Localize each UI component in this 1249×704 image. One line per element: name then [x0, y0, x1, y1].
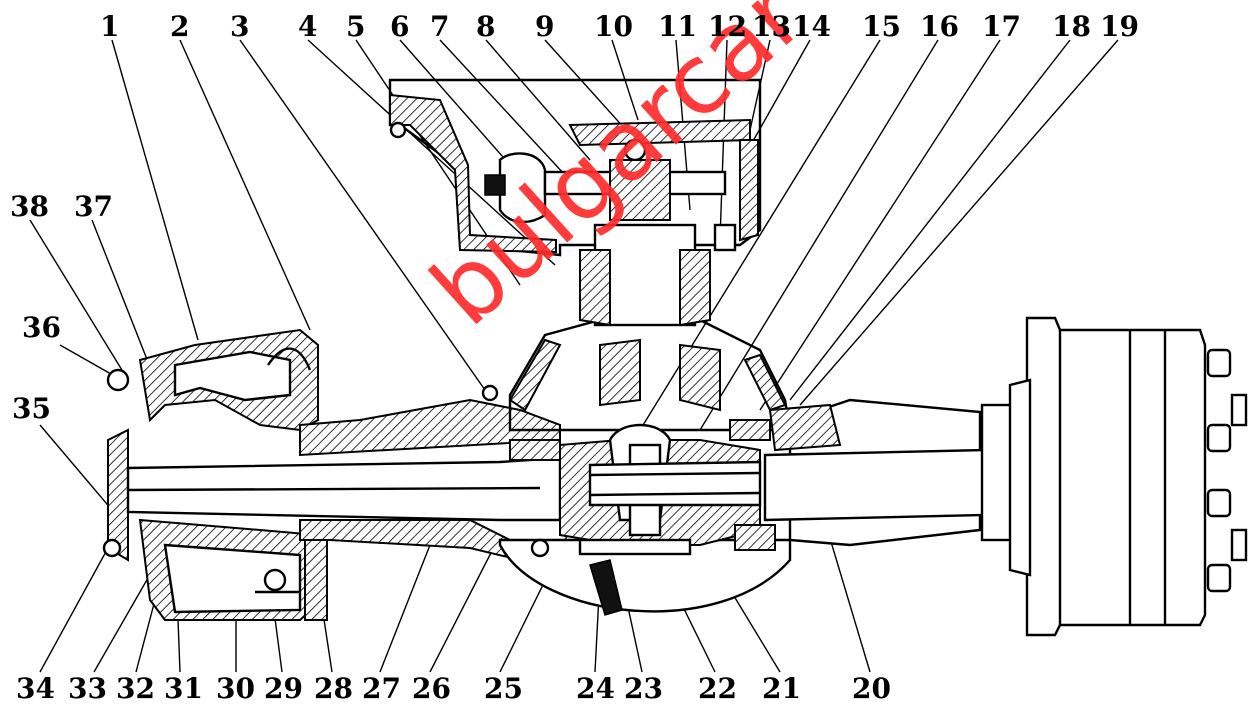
callout-label: 32 — [116, 672, 155, 704]
callout-label: 30 — [216, 672, 255, 704]
callout-label: 38 — [10, 190, 49, 223]
callout-label: 26 — [412, 672, 451, 704]
right-axle-and-brake-drum — [763, 316, 1248, 637]
callout-label: 27 — [362, 672, 401, 704]
top-reduction-gear — [388, 78, 762, 327]
callout-label: 36 — [22, 311, 61, 344]
callout-label: 14 — [792, 10, 831, 43]
callout-label: 8 — [476, 10, 495, 43]
callout-label: 23 — [624, 672, 663, 704]
callout-label: 33 — [68, 672, 107, 704]
callout-label: 13 — [752, 10, 791, 43]
wheel-studs — [1206, 348, 1248, 593]
callout-label: 4 — [298, 10, 317, 43]
callouts-bottom: 34 33 32 31 30 29 28 27 26 25 24 23 22 2… — [16, 672, 891, 704]
callout-label: 34 — [16, 672, 55, 704]
callout-label: 24 — [576, 672, 615, 704]
left-hub-housing — [102, 328, 328, 621]
callout-label: 6 — [390, 10, 409, 43]
callout-label: 15 — [862, 10, 901, 43]
callout-label: 7 — [430, 10, 449, 43]
callout-label: 5 — [346, 10, 365, 43]
differential-case — [481, 318, 792, 616]
callout-label: 17 — [982, 10, 1021, 43]
callout-label: 29 — [264, 672, 303, 704]
callout-label: 1 — [100, 10, 119, 43]
callout-label: 31 — [164, 672, 203, 704]
callout-label: 10 — [594, 10, 633, 43]
callout-label: 35 — [12, 392, 51, 425]
callout-label: 18 — [1052, 10, 1091, 43]
callouts-top: 1 2 3 4 5 6 7 8 9 10 11 12 13 14 15 16 1… — [100, 10, 1139, 43]
axle-housing — [126, 398, 562, 562]
callout-label: 28 — [314, 672, 353, 704]
callout-label: 21 — [762, 672, 801, 704]
callout-label: 11 — [658, 10, 697, 43]
callout-label: 20 — [852, 672, 891, 704]
callout-label: 2 — [170, 10, 189, 43]
callouts-left: 38 37 36 35 — [10, 190, 113, 425]
callout-label: 9 — [535, 10, 554, 43]
callout-label: 19 — [1100, 10, 1139, 43]
callout-label: 12 — [708, 10, 747, 43]
callout-label: 3 — [230, 10, 249, 43]
callout-label: 37 — [74, 190, 113, 223]
callout-label: 22 — [698, 672, 737, 704]
callout-label: 16 — [920, 10, 959, 43]
callout-label: 25 — [484, 672, 523, 704]
